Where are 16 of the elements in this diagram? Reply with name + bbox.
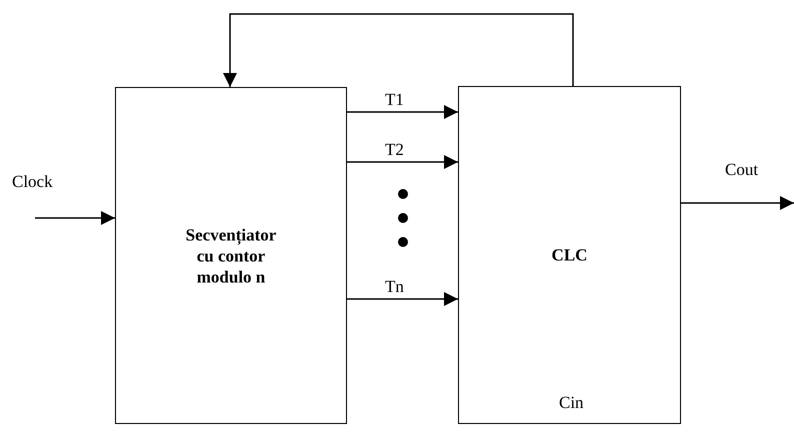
arrow — [347, 105, 458, 119]
signal-label: Clock — [12, 172, 53, 192]
arrow — [223, 13, 574, 87]
arrow — [347, 155, 458, 169]
arrow — [681, 196, 794, 210]
arrow — [347, 292, 458, 306]
arrow — [35, 211, 115, 225]
block-box — [115, 87, 347, 424]
block-box — [458, 86, 681, 424]
port-label: Cin — [559, 393, 584, 413]
signal-label: T2 — [385, 140, 404, 160]
block-title: Secvențiator cu contor modulo n — [184, 224, 278, 287]
signal-label: Cout — [725, 160, 758, 180]
block-title: CLC — [550, 244, 588, 266]
signal-label: T1 — [385, 90, 404, 110]
signal-label: Tn — [385, 277, 404, 297]
